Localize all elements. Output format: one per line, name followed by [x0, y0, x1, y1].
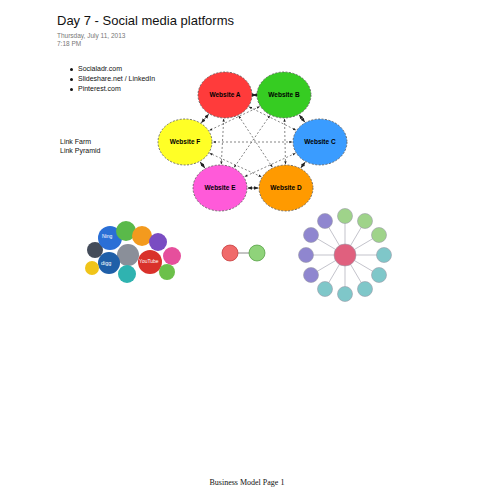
- ellipse-shape: [259, 165, 313, 211]
- spoke-circle: [338, 287, 353, 302]
- node-label: Website D: [270, 185, 301, 192]
- spoke-circle: [304, 228, 319, 243]
- link-arrow: [234, 116, 270, 168]
- link-arrow: [299, 115, 304, 122]
- link-arrow: [202, 114, 209, 122]
- note-text: Link Farm: [60, 138, 91, 146]
- connector-line: [238, 253, 249, 254]
- ellipse-shape: [158, 119, 212, 165]
- bullet-dot: [70, 78, 73, 81]
- spoke-circle: [318, 214, 333, 229]
- link-arrow: [301, 162, 305, 167]
- date-text: Thursday, July 11, 2013: [57, 32, 125, 39]
- spoke-circle: [358, 214, 373, 229]
- icon: [159, 264, 175, 280]
- icon: [85, 261, 99, 275]
- note-text: Link Pyramid: [60, 147, 100, 155]
- social-icon-cluster: [85, 221, 181, 283]
- bullet-item: Slideshare.net / LinkedIn: [78, 75, 155, 83]
- page-footer: Business Model Page 1: [210, 479, 285, 488]
- link-arrow: [284, 119, 286, 164]
- icon: [149, 233, 167, 251]
- spoke-circle: [372, 268, 387, 283]
- ellipse-shape: [198, 72, 252, 118]
- node-label: Website B: [268, 92, 299, 99]
- icon: [118, 265, 136, 283]
- website-circle: Website D: [258, 164, 314, 212]
- icon: [163, 247, 181, 265]
- icon: [132, 226, 152, 246]
- ellipse-shape: [193, 165, 247, 211]
- node-label: Website F: [170, 139, 201, 146]
- website-circle: Website E: [192, 164, 248, 212]
- website-circle: Website F: [157, 118, 213, 166]
- link-arrow: [239, 116, 273, 167]
- spoke-circle: [372, 228, 387, 243]
- hub-spoke-diagram: [299, 209, 392, 302]
- spoke-circle: [377, 248, 392, 263]
- link-arrow: [200, 162, 204, 168]
- node-label: Website E: [205, 185, 236, 192]
- link-arrow: [209, 107, 259, 131]
- link-arrow: [248, 188, 258, 189]
- icon-text: Ning: [102, 234, 112, 240]
- ellipse-shape: [293, 119, 347, 165]
- bullet-dot: [70, 88, 73, 91]
- website-circle: Website B: [256, 71, 312, 119]
- spoke-circle: [304, 268, 319, 283]
- icon-text: YouTube: [139, 259, 159, 265]
- icon: [138, 250, 162, 274]
- spoke-circle: [338, 209, 353, 224]
- icon-text: digg: [101, 260, 111, 266]
- website-circle: Website C: [292, 118, 348, 166]
- link-arrow: [249, 107, 295, 130]
- link-arrow: [245, 153, 296, 176]
- hub-circle: [334, 244, 356, 266]
- bullet-item: Socialadr.com: [78, 65, 122, 73]
- small-circle: [249, 245, 265, 261]
- bullet-dot: [70, 68, 73, 71]
- node-label: Website A: [209, 92, 240, 99]
- spoke-circle: [358, 282, 373, 297]
- ellipse-shape: [257, 72, 311, 118]
- link-arrow: [213, 142, 292, 143]
- time-text: 7:18 PM: [57, 40, 81, 47]
- link-arrow: [253, 95, 256, 96]
- page-title: Day 7 - Social media platforms: [57, 14, 234, 28]
- link-arrow: [210, 153, 262, 176]
- pair-diagram: [222, 245, 265, 261]
- link-arrow: [221, 119, 223, 164]
- node-label: Website C: [304, 139, 335, 146]
- spoke-circle: [299, 248, 314, 263]
- website-circle: Website A: [197, 71, 253, 119]
- bullet-item: Pinterest.com: [78, 85, 121, 93]
- icon: [98, 252, 120, 274]
- icon: [117, 244, 139, 266]
- spoke-circle: [318, 282, 333, 297]
- small-circle: [222, 245, 238, 261]
